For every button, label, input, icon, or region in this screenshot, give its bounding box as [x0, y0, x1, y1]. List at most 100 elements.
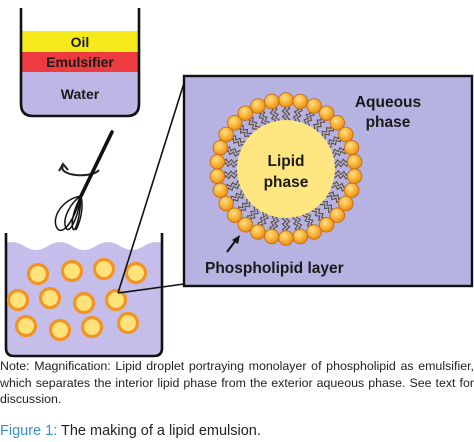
phospholipid-tail	[322, 199, 334, 211]
phospholipid-head	[338, 195, 354, 212]
bowl-outline	[4, 233, 164, 358]
phospholipid-head	[278, 92, 294, 108]
phospholipid-head	[306, 98, 322, 114]
phospholipid-head	[212, 182, 229, 199]
phospholipid-head	[209, 154, 226, 170]
magnify-line-top	[117, 82, 185, 294]
phospholipid-tail	[314, 206, 325, 219]
emulsion-droplet	[48, 318, 72, 342]
emulsion-diagram: Oil Emulsifier Water Aqueous phase Lipid…	[4, 8, 474, 358]
phospholipid-tail	[305, 211, 314, 226]
figure-caption: Figure 1: The making of a lipid emulsion…	[0, 423, 261, 439]
phospholipid-tail	[331, 180, 346, 189]
phospholipid-head	[343, 182, 360, 199]
figure-label: Figure 1:	[0, 423, 58, 439]
phospholipid-pointer-arrowhead	[232, 235, 240, 244]
phospholipid-tail	[232, 193, 246, 202]
phospholipid-head	[292, 228, 309, 245]
phospholipid-tail	[333, 158, 348, 165]
phospholipid-tail	[312, 117, 323, 130]
phospholipid-tail	[333, 162, 349, 169]
emulsion-beaker	[4, 233, 164, 358]
phospholipid-tail	[322, 128, 334, 140]
phospholipid-tail	[311, 208, 321, 221]
phospholipid-tail	[247, 119, 258, 132]
phospholipid-head	[329, 207, 346, 223]
phospholipid-tail	[269, 215, 276, 230]
phospholipid-head	[306, 224, 322, 240]
phospholipid-head	[250, 98, 266, 114]
phospholipid-tail	[238, 198, 250, 210]
phospholipid-tail	[281, 216, 287, 232]
phospholipid-tail	[233, 134, 246, 144]
phospholipid-tail	[331, 150, 347, 158]
phospholipid-tail	[296, 108, 303, 123]
phospholipid-tail	[246, 206, 257, 219]
phospholipid-head	[263, 228, 280, 245]
beaker-outline	[19, 8, 141, 118]
phospholipid-tail	[230, 189, 244, 199]
emulsifier-layer	[21, 52, 139, 72]
phospholipid-tail	[238, 127, 250, 139]
water-layer	[21, 72, 139, 116]
phospholipid-heads	[209, 92, 363, 246]
lipid-label-line2: phase	[264, 174, 309, 191]
emulsion-droplet	[92, 257, 116, 281]
phospholipid-tails	[223, 106, 349, 232]
emulsion-droplet	[6, 288, 30, 312]
phospholipid-head	[218, 195, 234, 212]
phospholipid-tail	[257, 211, 266, 226]
phospholipid-tail	[303, 111, 312, 125]
phospholipid-tail	[223, 169, 239, 176]
phospholipid-tail	[328, 190, 341, 200]
magnify-line-bottom	[117, 283, 185, 294]
phospholipid-tail	[330, 146, 345, 155]
phospholipid-tail	[302, 213, 311, 227]
phospholipid-tail	[326, 194, 339, 204]
phospholipid-tail	[226, 149, 241, 158]
phospholipid-head	[329, 115, 346, 131]
phospholipid-tail	[328, 139, 342, 149]
phospholipid-tail	[241, 125, 253, 136]
phospholipid-head	[338, 126, 354, 143]
phospholipid-head	[278, 230, 294, 246]
oil-layer	[21, 31, 139, 52]
emulsifier-label: Emulsifier	[46, 54, 114, 70]
phospholipid-tail	[295, 215, 303, 230]
phospholipid-head	[343, 139, 360, 156]
phospholipid-head	[346, 154, 363, 170]
phospholipid-head	[318, 105, 335, 121]
phospholipid-pointer-line	[226, 239, 237, 253]
lipid-label-line1: Lipid	[267, 153, 304, 170]
phospholipid-tail	[258, 112, 267, 127]
phospholipid-tail	[261, 111, 270, 125]
emulsion-droplet	[38, 286, 62, 310]
phospholipid-head	[218, 126, 234, 143]
emulsion-droplet	[72, 291, 96, 315]
phospholipid-head	[209, 168, 226, 184]
phospholipid-tail	[227, 146, 242, 154]
phospholipid-tail	[291, 215, 299, 231]
phospholipid-head	[226, 115, 243, 131]
emulsion-droplet	[116, 311, 140, 335]
phospholipid-tail	[272, 215, 280, 231]
phospholipid-tail	[224, 158, 239, 165]
phospholipid-tail	[319, 202, 331, 213]
figure-caption-text: The making of a lipid emulsion.	[57, 423, 261, 439]
phospholipid-label: Phospholipid layer	[205, 260, 344, 277]
whisk-icon	[54, 130, 114, 232]
phospholipid-tail	[227, 183, 242, 192]
figure-note: Note: Magnification: Lipid droplet portr…	[0, 359, 474, 406]
phospholipid-tail	[306, 112, 315, 127]
phospholipid-head	[346, 168, 363, 184]
phospholipid-tail	[240, 201, 253, 212]
emulsion-droplet	[104, 288, 128, 312]
emulsion-droplet	[14, 314, 38, 338]
phospholipid-head	[263, 93, 280, 110]
phospholipid-tail	[326, 136, 340, 145]
phospholipid-head	[237, 105, 254, 121]
phospholipid-head	[250, 224, 266, 240]
phospholipid-tail	[315, 119, 326, 132]
phospholipid-tail	[251, 117, 261, 130]
phospholipid-head	[318, 217, 335, 233]
